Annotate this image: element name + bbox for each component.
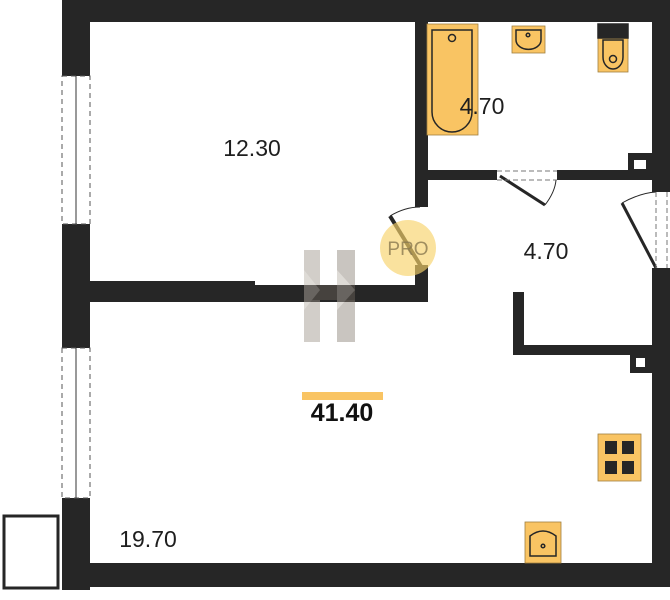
- bath-wall-vertical: [415, 22, 428, 207]
- stove: [597, 433, 642, 482]
- room-area-bedroom: 12.30: [223, 135, 281, 161]
- total-area: 41.40: [311, 399, 374, 427]
- bath-wall-horizontal-right: [557, 170, 652, 180]
- shaft-bottom-hole: [636, 358, 645, 367]
- room-area-hallway: 4.70: [524, 238, 569, 264]
- bottom-wall: [62, 563, 670, 587]
- left-wall-top: [62, 0, 90, 76]
- walls: [62, 0, 670, 590]
- bathtub: [426, 23, 479, 136]
- fixtures: [426, 23, 642, 564]
- total-area-bar: [302, 392, 383, 400]
- watermark-text: PRO: [387, 239, 428, 260]
- closet-wall-vertical: [513, 292, 524, 355]
- entrance-door: [620, 202, 658, 269]
- bath-door: [499, 174, 546, 207]
- shaft-top-hole: [634, 160, 646, 169]
- balcony: [2, 514, 60, 590]
- closet-wall-horizontal: [513, 345, 652, 355]
- top-wall: [62, 0, 670, 22]
- room-area-bathroom: 4.70: [460, 93, 505, 119]
- right-wall-bottom: [652, 268, 670, 587]
- bedroom-wall-step: [90, 281, 255, 287]
- windows: [61, 75, 91, 499]
- watermark-logo: [304, 250, 355, 342]
- left-wall-mid: [62, 224, 90, 348]
- bath-wall-horizontal-left: [415, 170, 497, 180]
- watermark-circle: [380, 220, 436, 276]
- bedroom-wall: [90, 285, 428, 302]
- room-area-living: 19.70: [119, 526, 177, 552]
- right-wall-top: [652, 0, 670, 192]
